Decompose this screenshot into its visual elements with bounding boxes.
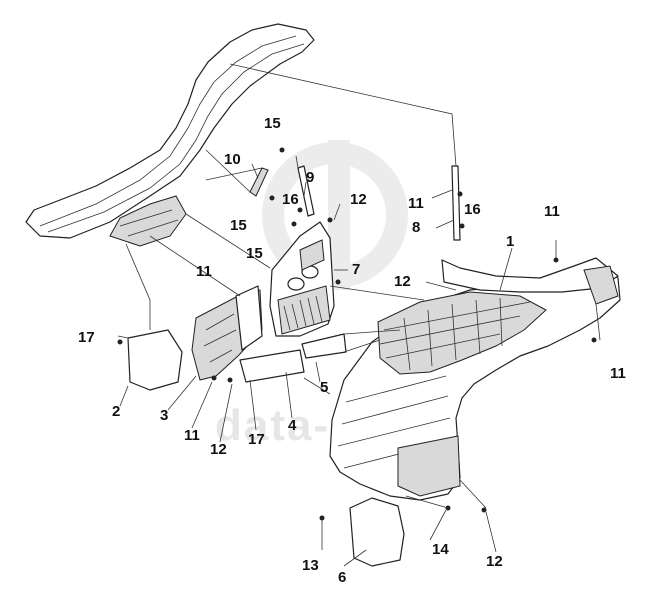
part-9-bar (297, 165, 315, 217)
part-5-plate (301, 333, 347, 359)
callout-16-b: 16 (464, 201, 481, 218)
callout-12-b: 12 (394, 273, 411, 290)
part-6-flap (349, 497, 405, 567)
callout-6: 6 (338, 569, 346, 586)
fasteners (117, 147, 597, 521)
callout-14: 14 (432, 541, 449, 558)
callout-10: 10 (224, 151, 241, 168)
part-8-rod (451, 165, 461, 241)
callout-12-d: 12 (486, 553, 503, 570)
frame-rail (25, 23, 315, 247)
callout-15-b: 15 (230, 217, 247, 234)
callout-15-c: 15 (246, 245, 263, 262)
callout-15-a: 15 (264, 115, 281, 132)
callout-16-a: 16 (282, 191, 299, 208)
part-4-strip (239, 349, 305, 383)
callout-8: 8 (412, 219, 420, 236)
callout-11-a: 11 (196, 263, 212, 280)
callout-3: 3 (160, 407, 168, 424)
callout-2: 2 (112, 403, 120, 420)
part-3-bracket (191, 285, 263, 381)
callout-12-c: 12 (210, 441, 227, 458)
callout-5: 5 (320, 379, 328, 396)
callout-11-b: 11 (408, 195, 424, 212)
callout-11-c: 11 (544, 203, 560, 220)
callout-17-a: 17 (78, 329, 95, 346)
callout-9: 9 (306, 169, 314, 186)
callout-12-a: 12 (350, 191, 367, 208)
callout-11-e: 11 (184, 427, 200, 444)
callout-ticks (119, 163, 513, 567)
callouts: 1 2 3 4 5 6 7 8 9 10 11 11 11 11 11 12 1… (78, 115, 626, 586)
leader-lines (117, 63, 601, 509)
callout-17-b: 17 (248, 431, 265, 448)
part-1-fender (329, 257, 621, 501)
callout-13: 13 (302, 557, 319, 574)
callout-1: 1 (506, 233, 514, 250)
part-2-panel (127, 329, 183, 391)
callout-11-d: 11 (610, 365, 626, 382)
callout-7: 7 (352, 261, 360, 278)
part-7-splash-panel (269, 221, 335, 337)
callout-4: 4 (288, 417, 297, 434)
part-10-link (249, 167, 269, 197)
